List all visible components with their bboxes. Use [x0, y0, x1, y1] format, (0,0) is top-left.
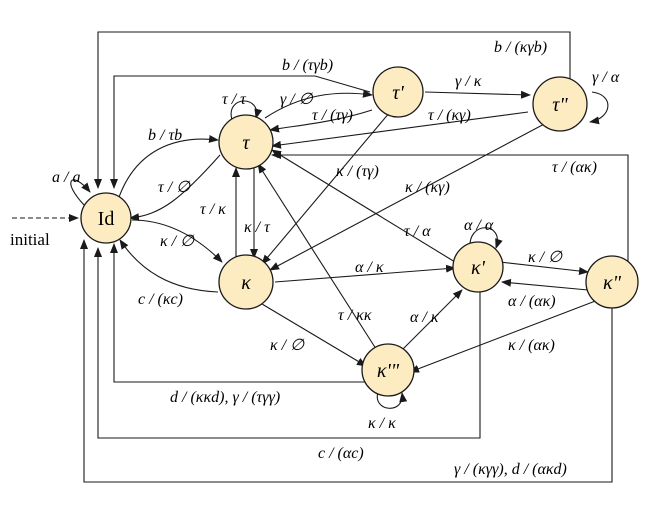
label-tau-id: τ / ∅ [158, 179, 191, 196]
label-kappa-pp-kappa-ppp: κ / (ακ) [508, 337, 555, 354]
label-kappa-p-tau: τ / α [404, 223, 431, 240]
edge-tau-pp-kappa [269, 121, 549, 271]
edge-tau-self [230, 100, 263, 121]
edge-id-tau [117, 134, 219, 201]
edge-kappa-p-kappa-pp [499, 261, 589, 275]
label-tau-p-kappa: κ / (τγ) [336, 163, 379, 180]
label-tau-pp-self: γ / α [592, 69, 620, 86]
label-id-self: a / a [52, 169, 80, 186]
state-tau-prime: τ' [372, 66, 424, 118]
edge-tau-pp-tau [271, 111, 529, 149]
label-kappa-id: c / (κc) [138, 291, 183, 308]
edge-tau-id [129, 154, 221, 222]
edge-kappa-pp-kappa-ppp [409, 299, 599, 373]
edge-top-frame [94, 31, 571, 189]
svg-text:τ: τ [242, 132, 250, 154]
edge-kappa-ppp-self [376, 391, 408, 409]
label-kappa-kappa-p: α / κ [355, 259, 384, 276]
state-kappa-double-prime: κ" [585, 255, 639, 309]
label-c-frame: c / (αc) [318, 445, 364, 462]
edge-tau-p-id [110, 75, 371, 189]
state-kappa-triple-prime: κ'" [361, 343, 415, 397]
svg-text:Id: Id [98, 208, 115, 230]
label-top-frame: b / (κγb) [494, 39, 547, 56]
edge-tau-p-kappa [261, 111, 391, 265]
label-id-kappa: κ / ∅ [160, 233, 195, 250]
edge-tau-pp-self [589, 91, 609, 125]
label-outer-frame: γ / (κγγ), d / (ακd) [454, 461, 567, 478]
label-kappa-ppp-kappa-p: α / κ [410, 309, 439, 326]
edge-kappa-p-tau [271, 149, 456, 263]
label-tau-p-tau-pp: γ / κ [455, 73, 482, 90]
state-id: Id [80, 192, 132, 244]
state-kappa-prime: κ' [452, 241, 504, 293]
svg-text:κ: κ [241, 272, 251, 294]
label-right-frame: τ / (ακ) [552, 159, 597, 176]
svg-text:κ": κ" [603, 272, 622, 294]
svg-text:κ'": κ'" [377, 360, 400, 382]
label-tau-pp-kappa: κ / (κγ) [405, 179, 450, 196]
edge-kappa-kappa-ppp [261, 303, 367, 367]
edge-tau-tau-p [264, 89, 373, 119]
label-kappa-pp-kappa-p: α / (ακ) [508, 293, 556, 310]
edge-inner-frame [110, 243, 366, 383]
label-kappa-tau: κ / τ [244, 219, 271, 236]
state-tau-double-prime: τ" [532, 76, 588, 132]
label-kappa-p-self: α / α [464, 217, 494, 234]
label-inner-frame: d / (κκd), γ / (τγγ) [170, 389, 280, 406]
label-tau-tau-p: γ / ∅ [280, 91, 314, 108]
label-kappa-kappa-ppp: κ / ∅ [270, 337, 305, 354]
edge-tau-p-tau-pp [424, 90, 531, 99]
label-kappa-ppp-tau: τ / κκ [338, 307, 372, 324]
label-id-tau-p: b / (τγb) [282, 57, 333, 74]
state-kappa: κ [218, 254, 274, 310]
label-tau-kappa: τ / κ [200, 201, 226, 218]
edge-kappa-p-self [469, 227, 503, 249]
edge-tau-p-tau [269, 109, 373, 133]
edge-right-frame [271, 151, 629, 270]
edge-c-frame [94, 247, 481, 439]
svg-text:κ': κ' [471, 257, 486, 279]
edge-outer-frame [80, 239, 613, 483]
svg-text:τ': τ' [392, 82, 404, 104]
edge-kappa-ppp-tau [257, 163, 379, 353]
initial-label: initial [10, 230, 50, 249]
label-kappa-ppp-self: κ / κ [368, 415, 396, 432]
edge-kappa-kappa-p [274, 264, 456, 283]
label-tau-self: τ / τ [222, 91, 247, 108]
edge-kappa-ppp-kappa-p [399, 289, 463, 353]
edge-kappa-id [119, 239, 219, 293]
label-id-tau-curve: b / τb [148, 127, 182, 144]
svg-text:τ": τ" [552, 94, 568, 116]
state-tau: τ [218, 114, 274, 170]
label-tau-p-tau: τ / (τγ) [312, 107, 353, 124]
label-tau-pp-tau: τ / (κγ) [428, 107, 471, 124]
edge-kappa-pp-kappa-p [501, 278, 589, 291]
label-kappa-p-kappa-pp: κ / ∅ [528, 249, 563, 266]
edge-id-kappa [131, 219, 223, 263]
edge-id-self [70, 179, 91, 207]
